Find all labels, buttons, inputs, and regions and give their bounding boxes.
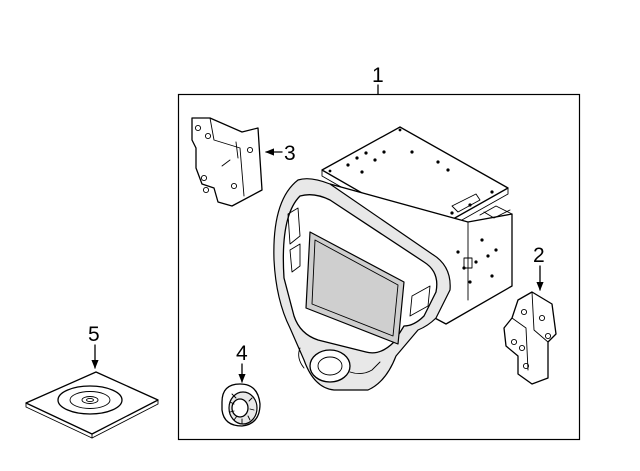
callout-3-label: 3 xyxy=(284,142,296,165)
map-disc xyxy=(25,371,159,439)
callout-1: 1 xyxy=(372,64,384,95)
callout-4-label: 4 xyxy=(236,342,248,365)
callout-4: 4 xyxy=(236,342,248,383)
bracket-right xyxy=(503,291,557,385)
knob xyxy=(221,383,261,427)
navigation-head-unit xyxy=(273,126,513,391)
callout-3: 3 xyxy=(265,142,296,165)
callout-2: 2 xyxy=(533,244,545,291)
callout-1-label: 1 xyxy=(372,64,384,87)
callout-5-label: 5 xyxy=(88,323,100,346)
callout-5: 5 xyxy=(88,323,100,369)
assembly-frame xyxy=(177,93,581,441)
bracket-left xyxy=(191,117,263,207)
callout-2-label: 2 xyxy=(533,244,545,267)
